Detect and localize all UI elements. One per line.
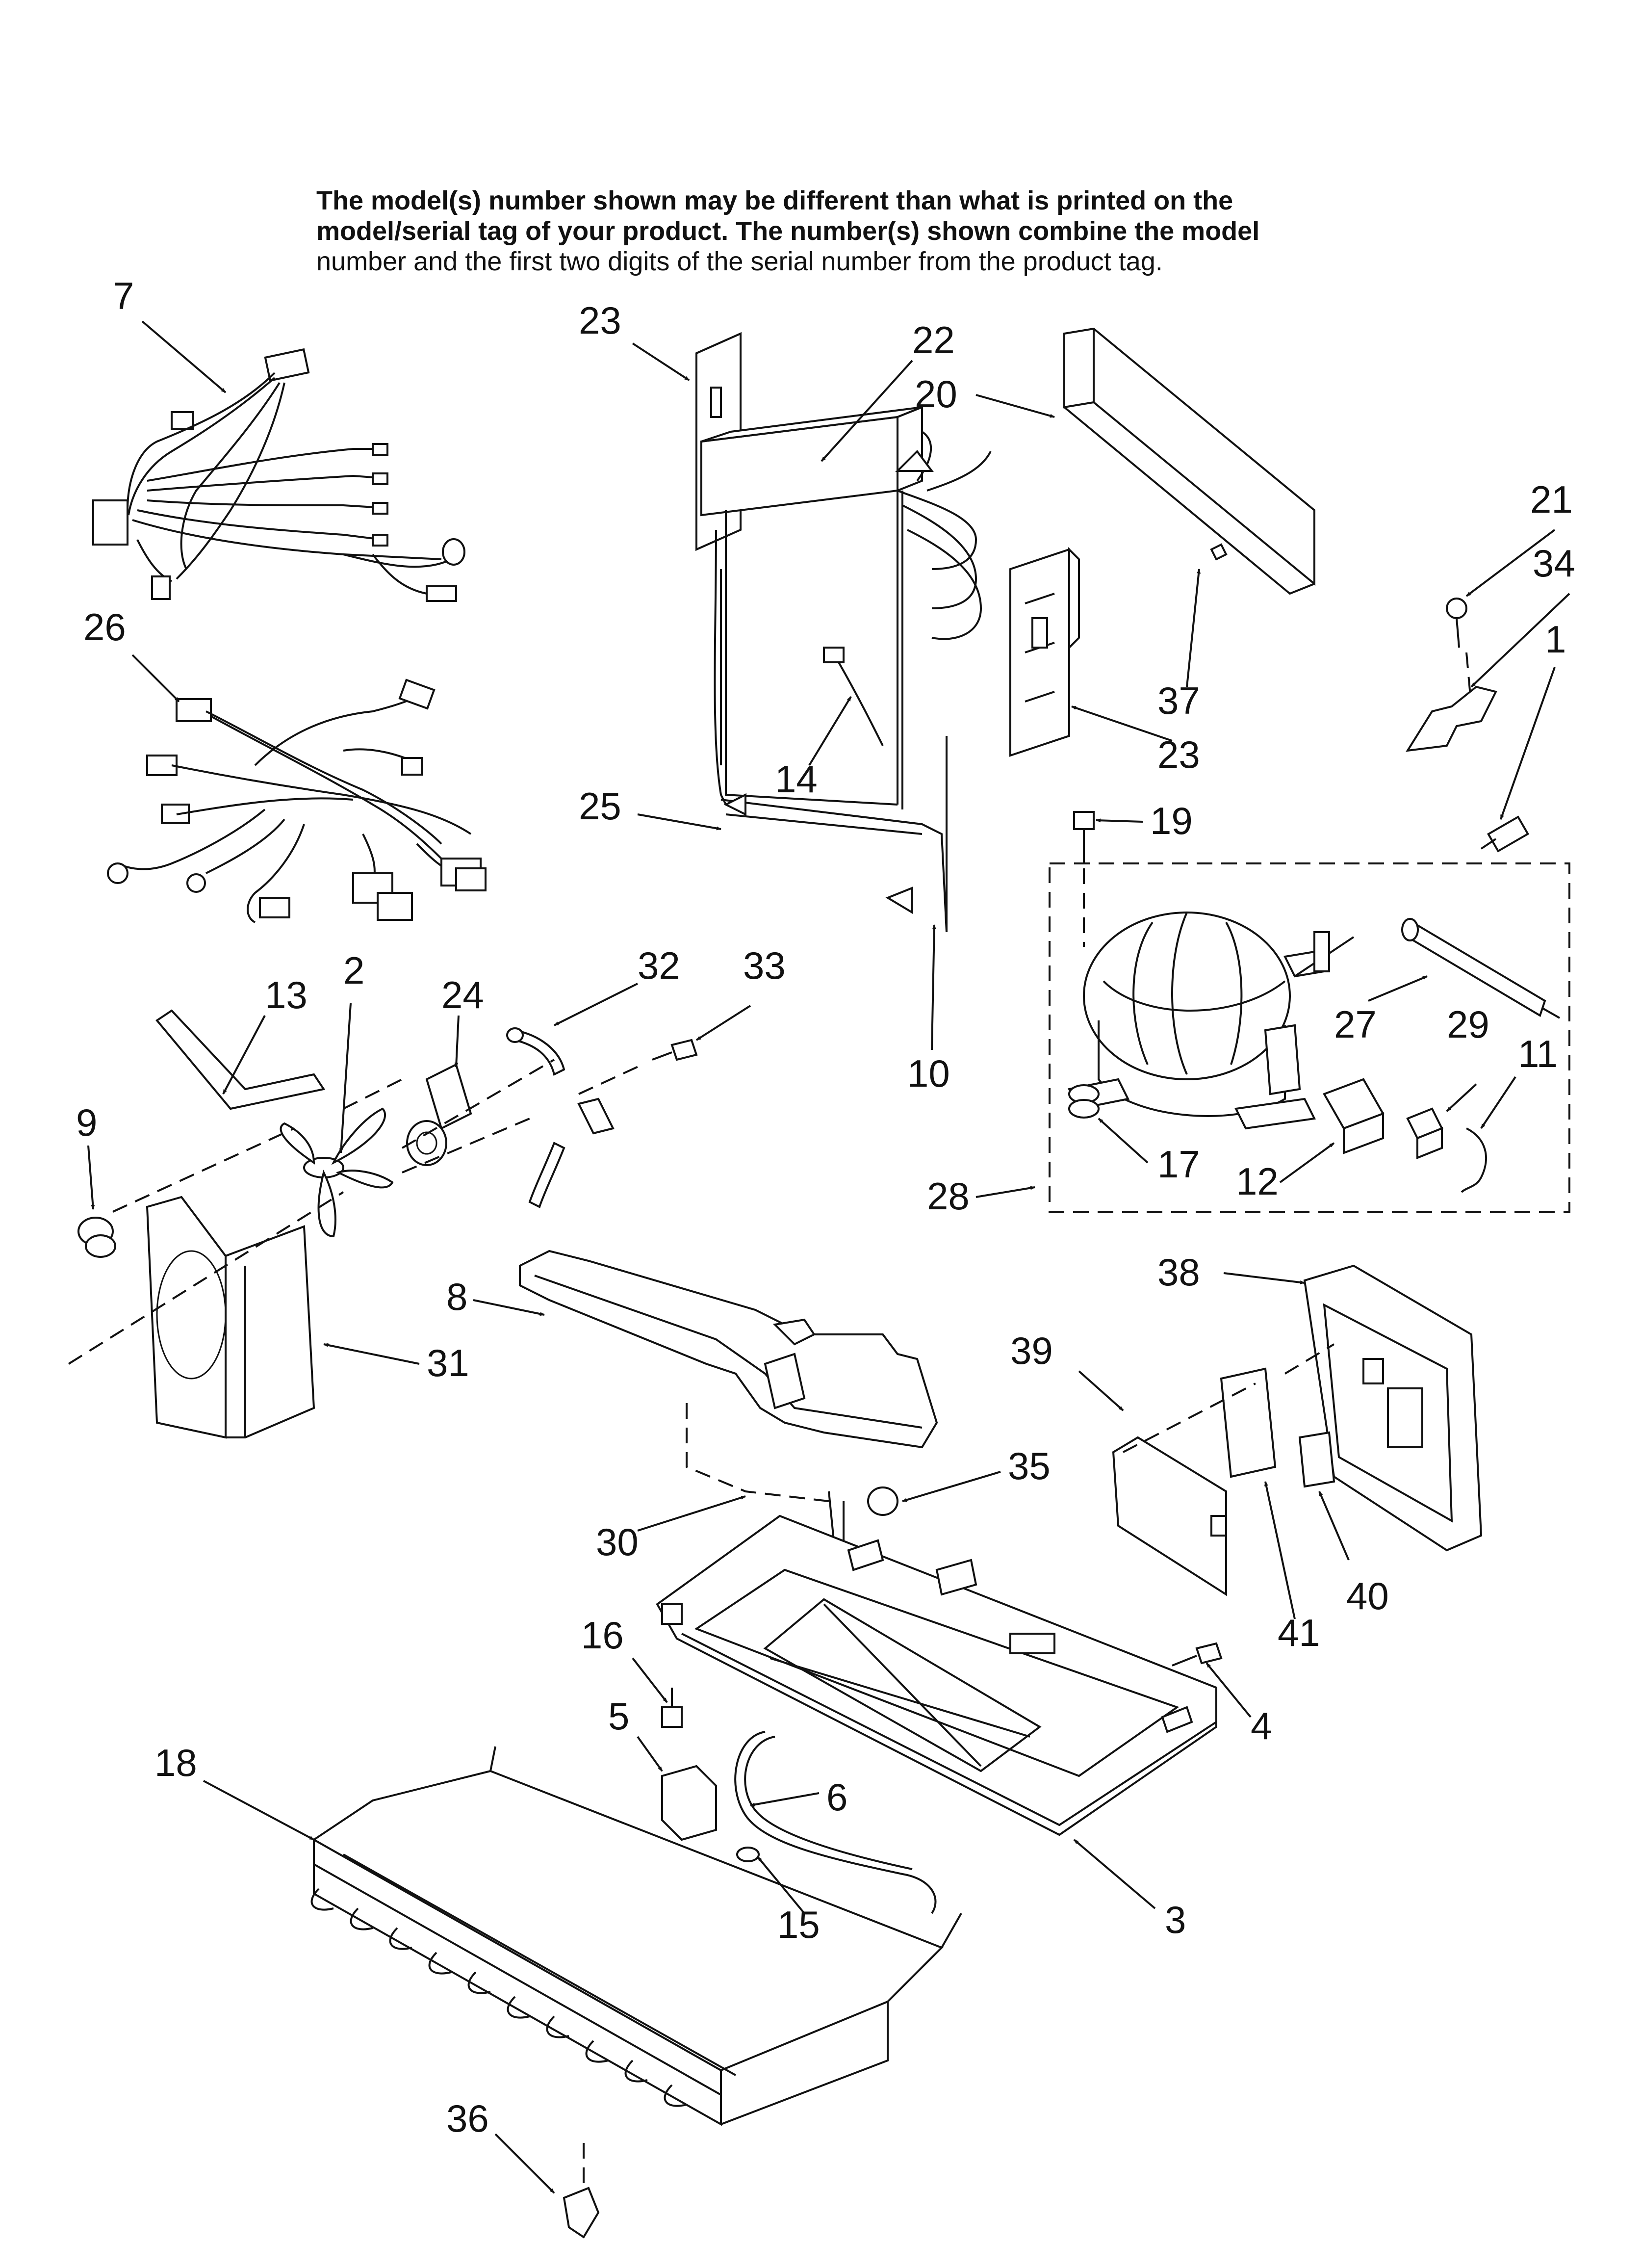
leader-lines [87,320,1570,2194]
callout-21: 21 [1530,478,1573,521]
callout-20: 20 [915,372,957,416]
callout-31: 31 [427,1341,469,1384]
callout-35: 35 [1008,1444,1051,1487]
callout-27: 27 [1334,1003,1377,1046]
callout-18: 18 [154,1741,197,1784]
callout-36: 36 [446,2097,489,2140]
callout-34: 34 [1533,542,1575,585]
tubing-pieces [506,1027,615,1208]
callout-29: 29 [1447,1003,1489,1046]
screw-16 [661,1688,683,1728]
callout-1: 1 [1545,618,1566,661]
fan-axis-line-2 [112,1078,403,1213]
evaporator-cover [1063,327,1315,595]
callout-23-left: 23 [579,299,621,342]
fan-axis-line-1 [68,1059,555,1365]
grommet [1068,1084,1100,1119]
model-number-note: The model(s) number shown may be differe… [316,185,1395,277]
callout-28: 28 [927,1174,970,1218]
control-cover [1112,1436,1227,1596]
gasket-seal [155,1009,326,1110]
mounting-bracket [1406,598,1497,752]
compressor-assembly-box [1049,862,1570,1213]
wire-harness-upper [92,348,465,602]
note-line-1: The model(s) number shown may be differe… [316,186,1233,215]
screw-4 [1172,1642,1223,1667]
callout-15: 15 [777,1903,820,1946]
callout-9: 9 [76,1101,97,1144]
fan-motor [406,1063,472,1166]
label-sheets [1220,1367,1335,1488]
screw-33 [652,1039,698,1061]
drain-tube [734,1731,937,1914]
callout-26: 26 [83,605,126,649]
note-line-2: model/serial tag of your product. The nu… [316,216,1260,246]
overload-protector [1406,1107,1443,1159]
callout-23-right: 23 [1157,733,1200,776]
callout-numbers: 7 26 23 22 20 21 34 1 25 14 37 23 19 13 … [76,274,1575,2140]
note-line-3: number and the first two digits of the s… [316,247,1163,276]
callout-11: 11 [1518,1032,1558,1075]
callout-6: 6 [826,1775,847,1819]
callout-14: 14 [775,757,818,801]
fan-axis-line-3 [402,1064,643,1173]
fan-shroud [146,1196,315,1439]
callout-32: 32 [638,944,680,987]
plug-button [77,1217,116,1258]
drain-trough [519,1250,938,1449]
evaporator-assembly [695,332,1080,933]
callout-12: 12 [1236,1160,1279,1203]
callout-40: 40 [1346,1574,1389,1617]
callout-17: 17 [1157,1143,1200,1186]
compressor [1068,912,1355,1130]
wire-harness-lower [107,678,487,923]
grommet-35 [828,1486,898,1541]
cover-axis-line [1123,1343,1335,1453]
callout-41: 41 [1278,1611,1320,1654]
callout-33: 33 [743,944,786,987]
callout-10: 10 [907,1052,950,1095]
fan-blade [280,1107,394,1238]
callout-39: 39 [1010,1329,1053,1372]
tube-clamp [661,1765,717,1841]
control-housing [1303,1264,1483,1552]
power-cord-wire [1461,1127,1487,1193]
screw-1 [1480,815,1530,853]
callout-30: 30 [596,1520,639,1564]
filter-drier [1401,918,1560,1019]
callout-13: 13 [265,973,308,1017]
callout-7: 7 [113,274,134,317]
start-relay [1323,1078,1385,1154]
callout-38: 38 [1157,1251,1200,1294]
callout-37: 37 [1157,679,1200,722]
trough-axis-line [686,1403,829,1502]
callout-3: 3 [1165,1898,1186,1941]
callout-4: 4 [1251,1704,1272,1747]
callout-2: 2 [343,949,364,992]
callout-22: 22 [912,318,955,362]
base-pan [656,1514,1217,1836]
callout-8: 8 [446,1275,467,1318]
callout-19: 19 [1150,799,1193,842]
callout-5: 5 [608,1694,629,1738]
condenser-clip [563,2134,600,2239]
callout-16: 16 [581,1614,624,1657]
condenser-coil [310,1746,962,2126]
callout-25: 25 [579,784,621,828]
callout-24: 24 [441,973,484,1017]
screw-19 [1073,811,1095,947]
